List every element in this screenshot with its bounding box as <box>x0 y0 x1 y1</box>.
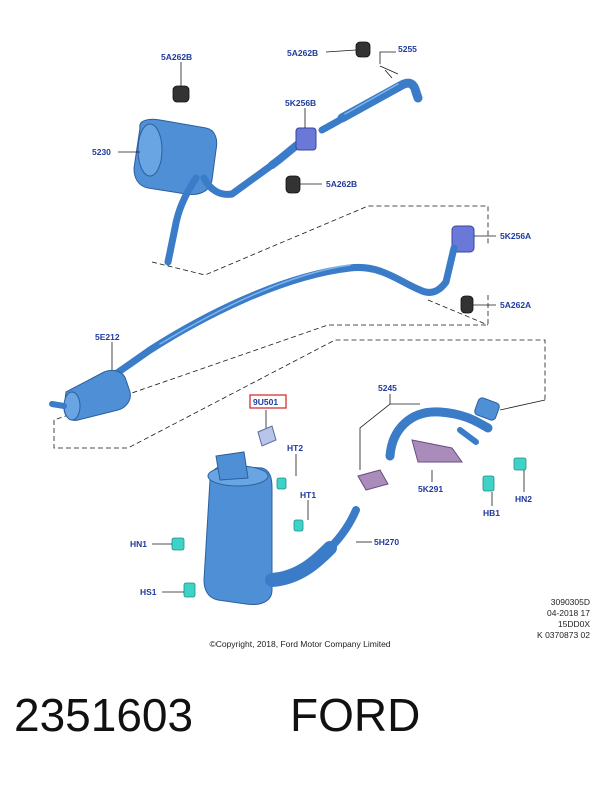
callout-HT1: HT1 <box>300 490 316 500</box>
gasket-5K291[interactable] <box>411 439 463 463</box>
callout-5230: 5230 <box>92 147 111 157</box>
fastener-HN1[interactable] <box>171 537 185 551</box>
callout-5E212: 5E212 <box>95 332 120 342</box>
callout-5A262B-mid: 5A262B <box>326 179 357 189</box>
fastener-HS1[interactable] <box>183 582 196 598</box>
isolator-5A262B-top[interactable] <box>172 85 190 103</box>
intermediate-pipe-5E212[interactable] <box>49 244 458 421</box>
isolator-5A262B-upper[interactable] <box>355 41 371 58</box>
callout-HN2: HN2 <box>515 494 532 504</box>
boundary-link-middle <box>427 299 489 326</box>
callout-5255: 5255 <box>398 44 417 54</box>
isolator-5A262B-mid[interactable] <box>285 175 301 194</box>
fastener-HB1[interactable] <box>482 475 495 492</box>
brand-name: FORD <box>290 689 421 741</box>
callout-5A262B-top: 5A262B <box>161 52 192 62</box>
drawing-ref: K 0370873 02 <box>537 630 590 640</box>
drawing-model: 15DD0X <box>557 619 590 629</box>
callout-HN1: HN1 <box>130 539 147 549</box>
callout-5K291: 5K291 <box>418 484 443 494</box>
front-pipe-5H270[interactable] <box>265 506 360 587</box>
exhaust-diagram: 5A262B 5A262B 5255 5K256B 5230 5A262B 5K… <box>49 41 546 605</box>
callout-9U501: 9U501 <box>253 397 278 407</box>
drawing-info: 3090305D 04-2018 17 15DD0X K 0370873 02 <box>537 597 590 641</box>
exhaust-sensor-9U501[interactable] <box>257 425 277 447</box>
callout-5A262B-upper: 5A262B <box>287 48 318 58</box>
part-number: 2351603 <box>14 689 194 741</box>
boundary-rear <box>151 205 489 276</box>
fastener-HT2[interactable] <box>276 477 287 490</box>
isolator-5A262A[interactable] <box>460 295 474 314</box>
callout-HT2: HT2 <box>287 443 303 453</box>
gasket-sensor[interactable] <box>357 469 389 491</box>
drawing-date: 04-2018 17 <box>546 608 590 618</box>
fastener-HT1[interactable] <box>293 519 304 532</box>
drawing-code: 3090305D <box>550 597 590 607</box>
callout-5K256A: 5K256A <box>500 231 531 241</box>
callout-5K256B: 5K256B <box>285 98 316 108</box>
rear-muffler-5230[interactable] <box>133 118 276 266</box>
callout-5H270: 5H270 <box>374 537 399 547</box>
callout-HB1: HB1 <box>483 508 500 518</box>
boundary-middle <box>53 295 546 449</box>
clamp-5K256A[interactable] <box>451 225 475 253</box>
callout-HS1: HS1 <box>140 587 157 597</box>
diesel-particulate-filter[interactable] <box>203 451 273 605</box>
callout-5245: 5245 <box>378 383 397 393</box>
tailpipe-5255[interactable] <box>337 78 423 123</box>
fastener-HN2[interactable] <box>513 457 527 471</box>
clamp-5K256B[interactable] <box>295 127 317 151</box>
callout-5A262A: 5A262A <box>500 300 531 310</box>
downpipe-5245[interactable] <box>385 397 500 461</box>
copyright-notice: ©Copyright, 2018, Ford Motor Company Lim… <box>209 639 391 649</box>
highlight-box-9U501 <box>249 394 287 409</box>
